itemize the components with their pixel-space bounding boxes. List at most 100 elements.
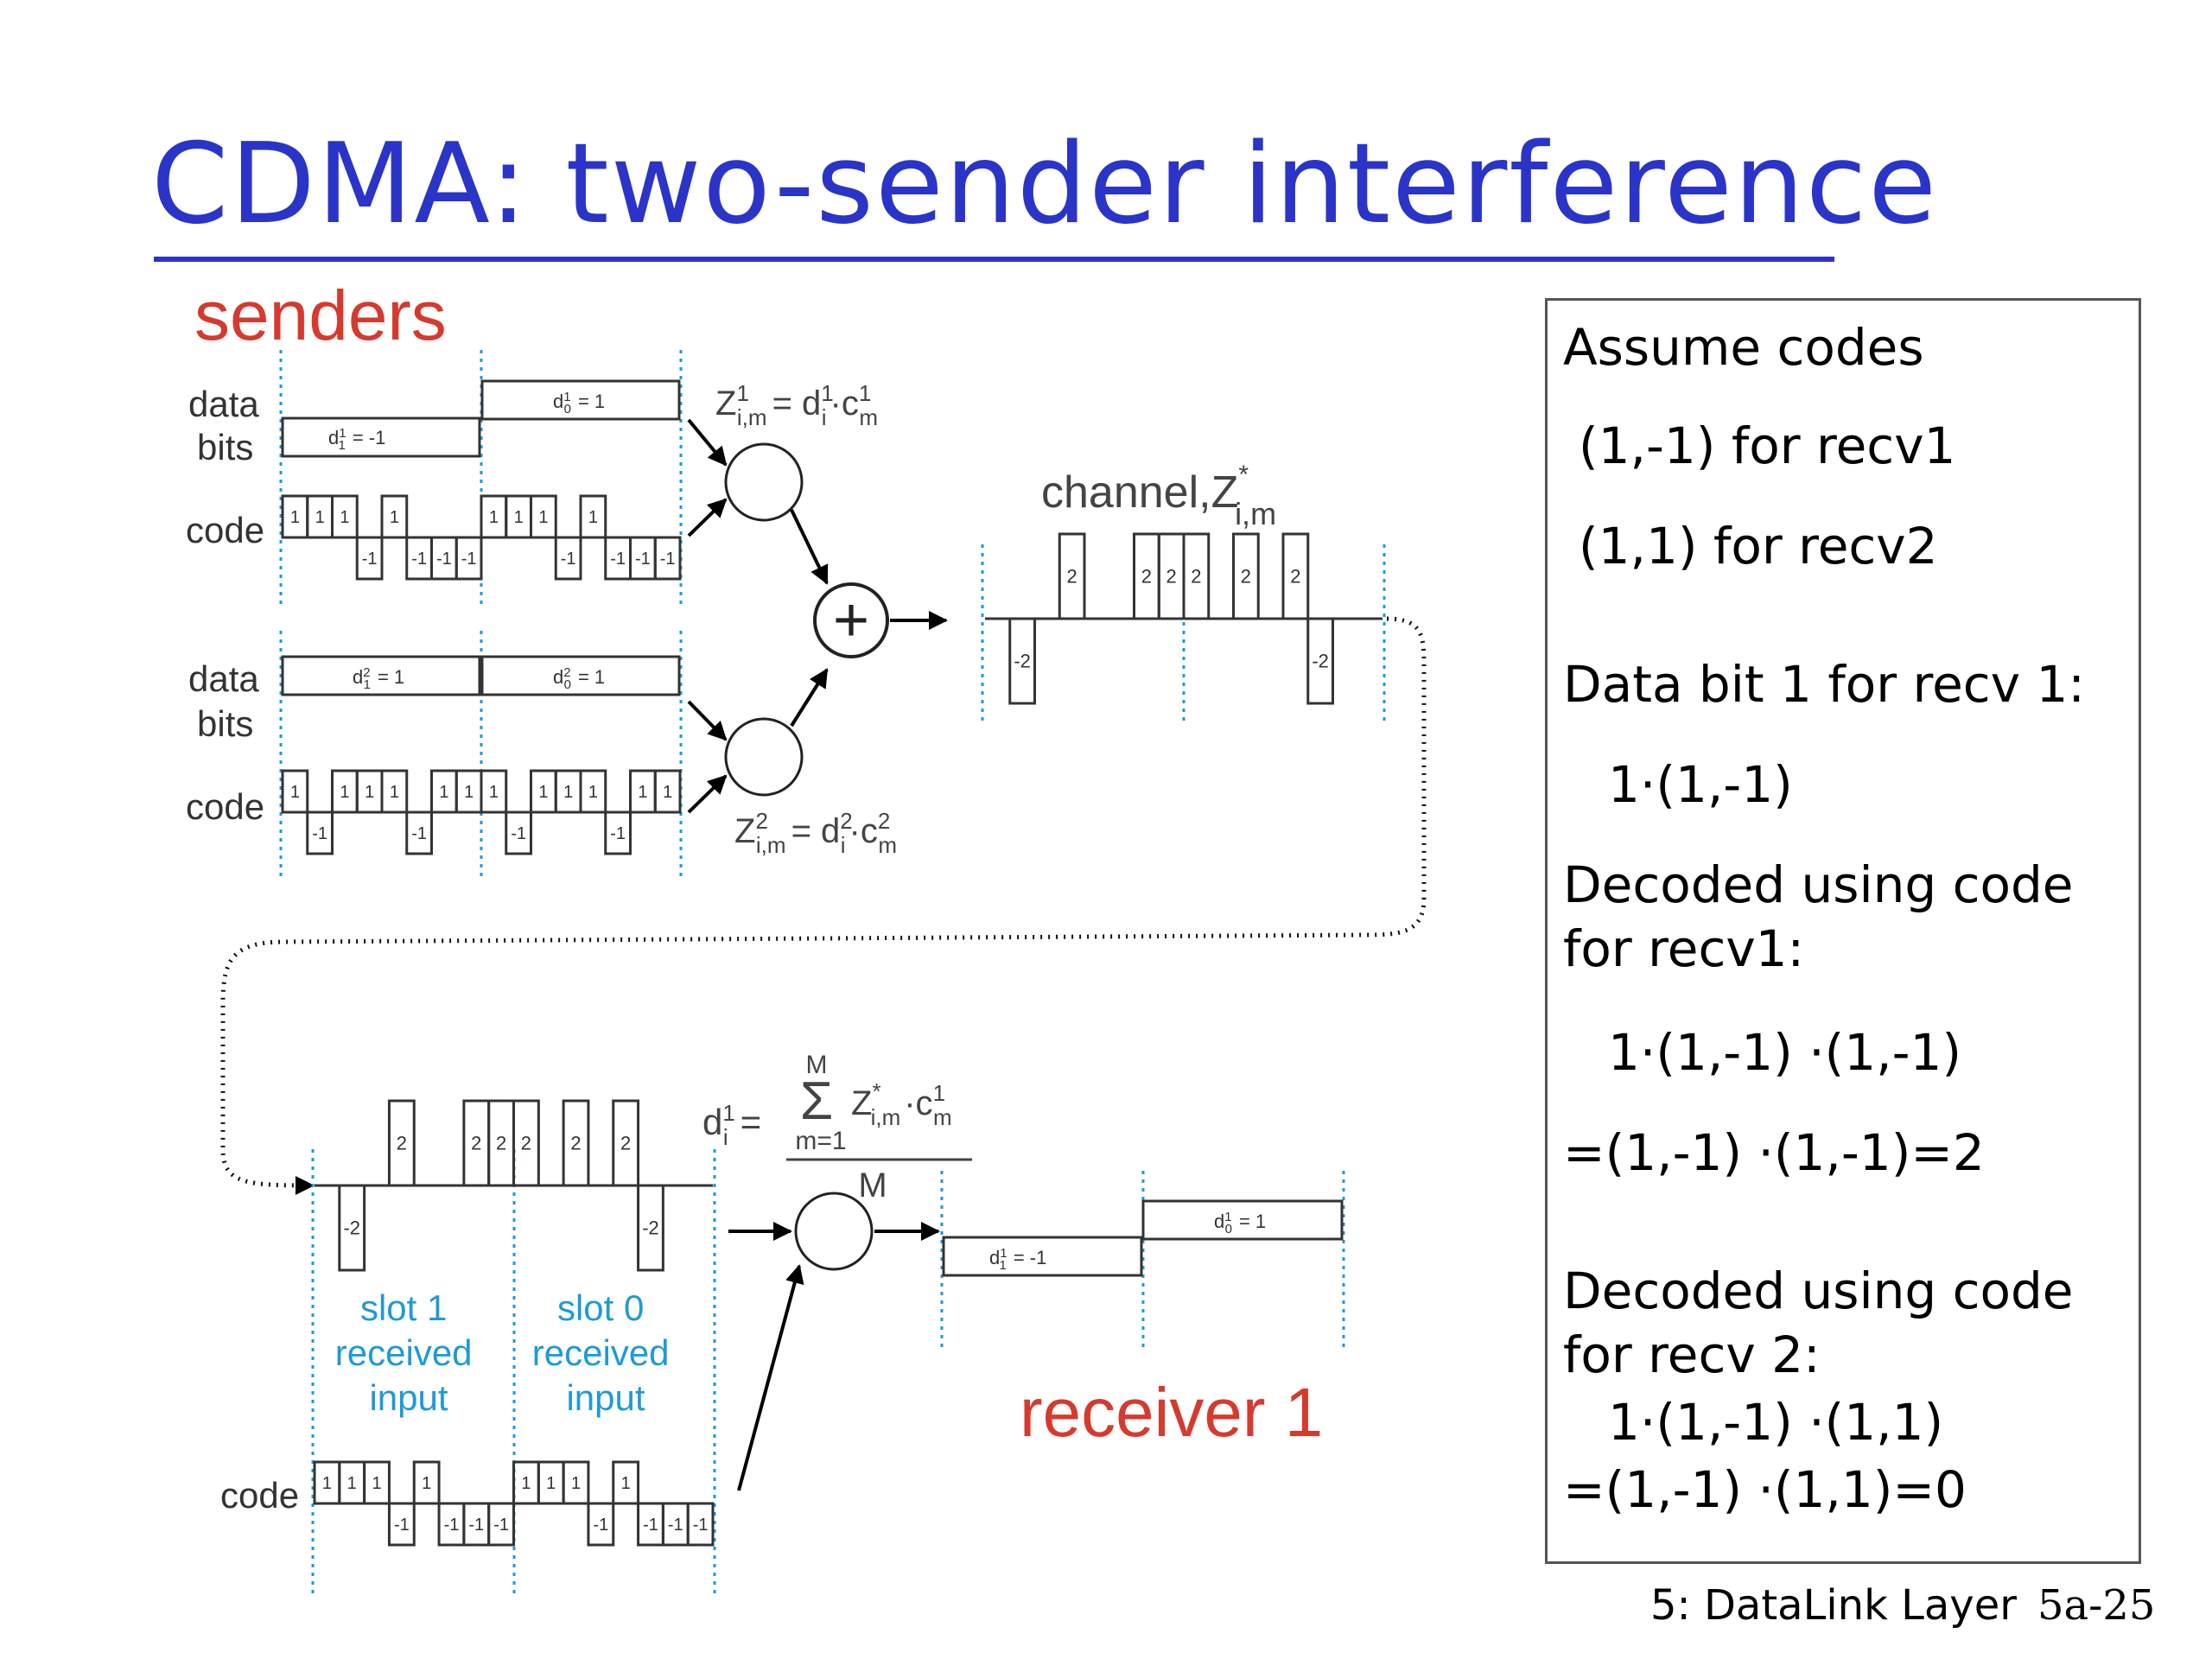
sender1-chip-label-1: 1	[315, 508, 325, 527]
sender1-chip-label-3: -1	[362, 550, 378, 569]
title-underline	[154, 257, 1834, 262]
arrow-s2-code-to-mult	[687, 774, 728, 814]
sender2-code-label: code	[186, 786, 264, 827]
received-chip-label-8: 2	[521, 1133, 531, 1154]
receiver-multiplier-circle	[794, 1192, 874, 1271]
receiver-code-chip-label-5: -1	[444, 1516, 460, 1535]
sender2-chip-label-15: 1	[663, 783, 672, 802]
sender1-chip-label-4: 1	[390, 508, 399, 527]
codes-line-6: Decoded using code	[1563, 855, 2074, 914]
sender1-data-label-line1: data	[188, 384, 259, 424]
output-bit-slot1-box	[942, 1236, 1143, 1277]
channel-chip-label-10: 2	[1241, 566, 1251, 588]
arrow-code-to-mult	[737, 1264, 804, 1491]
receiver-code-chip-label-6: -1	[468, 1516, 484, 1535]
codes-line-4: Data bit 1 for recv 1:	[1563, 655, 2085, 714]
receiver-code-chip-label-14: -1	[668, 1516, 683, 1535]
arrow-s1-data-to-mult	[687, 418, 728, 467]
receiver-code-chip-label-3: -1	[394, 1516, 410, 1535]
sender1-chip-label-7: -1	[461, 550, 477, 569]
svg-text:M: M	[858, 1166, 887, 1205]
arrow-mult1-to-adder	[790, 509, 829, 585]
sender2-data-label-line1: data	[188, 658, 259, 699]
sender2-chip-label-10: 1	[538, 783, 548, 802]
slot1-label: slot 1 received input	[335, 1287, 482, 1418]
received-chip-label-12: 2	[620, 1133, 631, 1154]
sender2-bit-slot1-box	[281, 655, 481, 696]
sender1-chip-label-6: -1	[436, 550, 452, 569]
receiver-code-chip-label-10: 1	[571, 1474, 581, 1493]
received-chip-label-13: -2	[642, 1217, 659, 1239]
sender2-chip-label-3: 1	[365, 783, 374, 802]
channel-chip-label-12: 2	[1290, 566, 1300, 588]
sender1-data-label-line2: bits	[197, 427, 253, 467]
sender2-chip-label-12: 1	[588, 783, 598, 802]
codes-line-5: 1·(1,-1)	[1608, 755, 1793, 814]
receiver-code-chip-label-9: 1	[546, 1474, 556, 1493]
codes-line-1: Assume codes	[1563, 318, 1924, 377]
codes-line-12: 1·(1,-1) ·(1,1)	[1608, 1393, 1944, 1452]
sender2-chip-label-13: -1	[610, 824, 626, 843]
receiver-code-chip-label-2: 1	[372, 1474, 381, 1493]
sender1-code-label: code	[186, 510, 264, 550]
sender1-chip-label-13: -1	[610, 550, 626, 569]
received-chip-label-7: 2	[496, 1133, 506, 1154]
codes-line-11: for recv 2:	[1563, 1325, 1821, 1384]
sender2-chip-label-11: 1	[563, 783, 573, 802]
receiver-code-chip-label-4: 1	[422, 1474, 431, 1493]
receiver-code-label: code	[220, 1475, 299, 1516]
channel-chip-label-13: -2	[1312, 651, 1329, 672]
channel-chip-label-7: 2	[1166, 566, 1177, 588]
receiver-code-chip-label-7: -1	[493, 1516, 509, 1535]
sender1-chip-label-0: 1	[290, 508, 300, 527]
arrow-s2-data-to-mult	[687, 700, 728, 741]
sender1-chip-label-8: 1	[489, 508, 499, 527]
sender2-chip-label-8: 1	[489, 783, 499, 802]
svg-text:M: M	[806, 1051, 828, 1079]
sender2-chip-label-1: -1	[312, 824, 327, 843]
receiver-label: receiver 1	[1020, 1374, 1323, 1451]
codes-line-7: for recv1:	[1563, 919, 1805, 978]
sender2-chip-label-6: 1	[439, 783, 448, 802]
channel-chip-label-1: -2	[1014, 651, 1031, 672]
receiver-code-chip-label-12: 1	[621, 1474, 631, 1493]
slot0-label: slot 0 received input	[532, 1287, 679, 1418]
sender2-chip-label-4: 1	[390, 783, 399, 802]
channel-label: channel,Z*i,m	[1041, 461, 1276, 531]
codes-line-2: (1,-1) for recv1	[1579, 416, 1956, 475]
codes-line-10: Decoded using code	[1563, 1262, 2074, 1320]
sender1-chip-label-12: 1	[588, 508, 598, 527]
receiver-code-chip-label-15: -1	[693, 1516, 709, 1535]
adder-circle	[813, 582, 889, 658]
senders-label: senders	[194, 276, 447, 355]
sender1-chip-label-2: 1	[340, 508, 349, 527]
codes-line-8: 1·(1,-1) ·(1,-1)	[1608, 1023, 1962, 1082]
output-bit-slot0-box	[1141, 1199, 1344, 1241]
codes-line-3: (1,1) for recv2	[1579, 517, 1938, 575]
svg-text:Z*i,m·c1m: Z*i,m·c1m	[851, 1078, 952, 1130]
receiver-code-chip-label-1: 1	[347, 1474, 357, 1493]
sender1-bit-slot0-box	[480, 379, 681, 421]
sender2-chip-label-0: 1	[290, 783, 300, 802]
plus-symbol: +	[833, 586, 869, 655]
received-chip-label-6: 2	[471, 1133, 481, 1154]
received-chip-label-3: 2	[397, 1133, 407, 1154]
received-chip-label-10: 2	[570, 1133, 581, 1154]
receiver-code-chip-label-11: -1	[593, 1516, 608, 1535]
channel-chip-label-8: 2	[1191, 566, 1201, 588]
channel-chip-label-6: 2	[1141, 566, 1152, 588]
codes-line-13: =(1,-1) ·(1,1)=0	[1563, 1460, 1967, 1519]
sender2-bit-slot0-box	[480, 655, 681, 696]
sender1-multiplier-circle	[724, 442, 804, 522]
